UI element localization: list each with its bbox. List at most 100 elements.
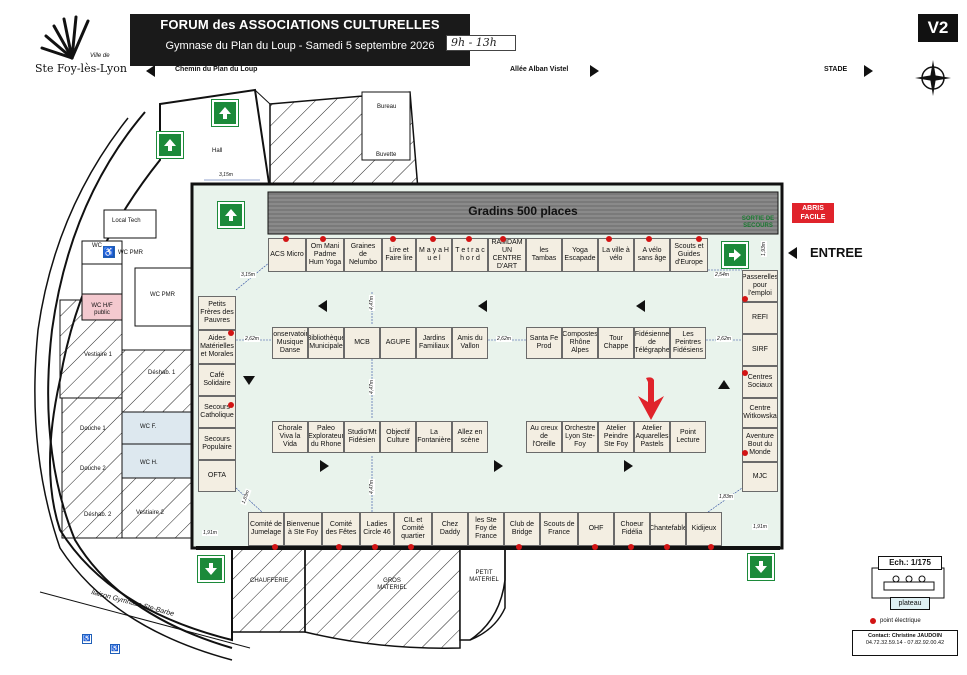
- dim-label: 2,62m: [496, 336, 512, 342]
- room-wc-pmr-2: WC PMR: [150, 292, 175, 298]
- booth-top: RAMDAM UN CENTRE D'ART: [488, 238, 526, 272]
- scale-label: Ech.: 1/175: [878, 556, 942, 570]
- booth-mid2: Point Lecture: [670, 421, 706, 453]
- electric-point-icon: [696, 236, 702, 242]
- dim-label: 4,47m: [368, 379, 375, 395]
- circulation-arrow: [318, 300, 327, 312]
- room-vestiaire-1: Vestiaire 1: [84, 352, 113, 358]
- booth-bottom: Chez Daddy: [432, 512, 468, 546]
- electric-point-icon: [708, 544, 714, 550]
- electric-point-icon: [516, 544, 522, 550]
- electric-point-icon: [646, 236, 652, 242]
- dim-label: 2,62m: [716, 336, 732, 342]
- wheelchair-icon: ♿: [82, 634, 92, 644]
- booth-mid2: Chorale Viva la Vida: [272, 421, 308, 453]
- electric-point-icon: [742, 450, 748, 456]
- booth-top: T e t r a c h o r d: [452, 238, 488, 272]
- electric-point-icon: [870, 618, 876, 624]
- electric-point-icon: [606, 236, 612, 242]
- handwritten-hours: 9h - 13h: [446, 35, 516, 51]
- electric-point-icon: [430, 236, 436, 242]
- booth-bottom: les Ste Foy de France: [468, 512, 504, 546]
- booth-top: Yoga Escapade: [562, 238, 598, 272]
- gradins: Gradins 500 places: [268, 190, 778, 236]
- street-allee: Allée Alban Vistel: [510, 66, 569, 73]
- electric-point-icon: [742, 370, 748, 376]
- dim-label: 4,47m: [368, 295, 375, 311]
- booth-bottom: Bienvenue à Ste Foy: [284, 512, 322, 546]
- booth-mid2: Au creux de l'Oreille: [526, 421, 562, 453]
- wheelchair-icon: ♿: [103, 246, 115, 258]
- booth-mid2: Studio'Mt Fidésien: [344, 421, 380, 453]
- booth-mid1: Bibliothèque Municipale: [308, 327, 344, 359]
- logo-city-name: Ste Foy-lès-Lyon: [35, 62, 127, 75]
- dim-label: 1,91m: [752, 524, 768, 530]
- booth-left: Secours Catholique: [198, 396, 236, 428]
- room-wc-f: WC F.: [140, 424, 157, 430]
- electric-point-icon: [320, 236, 326, 242]
- room-bureau: Bureau: [377, 104, 397, 110]
- electric-point-icon: [272, 544, 278, 550]
- booth-mid2: La Fontanière: [416, 421, 452, 453]
- dim-label: 2,54m: [714, 272, 730, 278]
- room-douche-1: Douche 1: [80, 426, 106, 432]
- booth-mid1: Compostes Rhône Alpes: [562, 327, 598, 359]
- exit-hall-inner: [218, 202, 244, 228]
- booth-bottom: Comité de Jumelage: [248, 512, 284, 546]
- exit-south-west: [198, 556, 224, 582]
- booth-mid1: Fidésienne de Télégraphe: [634, 327, 670, 359]
- contact-phones: 04.72.32.59.14 - 07.82.92.00.42: [865, 640, 945, 646]
- electric-point-icon: [664, 544, 670, 550]
- electric-point-icon: [628, 544, 634, 550]
- exit-hall-top: [212, 100, 238, 126]
- room-wc-pmr: WC PMR: [118, 250, 143, 256]
- entree-label: ENTREE: [810, 245, 863, 260]
- electric-point-icon: [336, 544, 342, 550]
- circulation-arrow: [494, 460, 503, 472]
- room-local-tech: Local Tech: [112, 218, 141, 224]
- booth-bottom: Chantefable: [650, 512, 686, 546]
- exit-south-east: [748, 554, 774, 580]
- booth-left: Café Solidaire: [198, 364, 236, 396]
- circulation-arrow: [624, 460, 633, 472]
- booth-top: ACS Micro: [268, 238, 306, 272]
- sortie-secours-label: SORTIE DE SECOURS: [741, 216, 775, 229]
- plateau-label: plateau: [890, 597, 930, 610]
- electric-point-icon: [228, 402, 234, 408]
- forum-title: FORUM des ASSOCIATIONS CULTURELLES: [160, 17, 440, 32]
- booth-bottom: Ladies Circle 46: [360, 512, 394, 546]
- booth-right: SIRF: [742, 334, 778, 366]
- street-arrow-stade: [864, 65, 873, 77]
- circulation-arrow: [636, 300, 645, 312]
- booth-right: Centre Witkowska: [742, 398, 778, 428]
- circulation-arrow: [243, 376, 255, 385]
- booth-bottom: Choeur Fidélia: [614, 512, 650, 546]
- gradins-label: Gradins 500 places: [468, 204, 578, 218]
- logo-caption: Ville de: [90, 53, 110, 59]
- booth-mid2: Paleo Explorateur du Rhone: [308, 421, 344, 453]
- booth-top: Lire et Faire lire: [382, 238, 416, 272]
- exit-arrow-icon: [205, 563, 217, 575]
- street-arrow-left: [146, 65, 155, 77]
- exit-arrow-icon: [219, 107, 231, 119]
- booth-top: Scouts et Guides d'Europe: [670, 238, 708, 272]
- entree-arrow: [788, 247, 797, 259]
- booth-bottom: Club de Bridge: [504, 512, 540, 546]
- dim-label: 2,62m: [244, 336, 260, 342]
- booth-mid1: AGUPE: [380, 327, 416, 359]
- booth-mid1: Tour Chappe: [598, 327, 634, 359]
- electric-point-icon: [372, 544, 378, 550]
- booth-mid2: Atelier Peindre Ste Foy: [598, 421, 634, 453]
- booth-top: A vélo sans âge: [634, 238, 670, 272]
- room-deshab-1: Déshab. 1: [148, 370, 176, 376]
- circulation-arrow: [478, 300, 487, 312]
- booth-left: Petits Frères des Pauvres: [198, 296, 236, 330]
- booth-top: La ville à vélo: [598, 238, 634, 272]
- street-arrow-right: [590, 65, 599, 77]
- wheelchair-icon: ♿: [110, 644, 120, 654]
- exit-arrow-icon: [729, 249, 741, 261]
- forum-subtitle: Gymnase du Plan du Loup - Samedi 5 septe…: [165, 40, 435, 52]
- room-wc-hf-public: WC H/F public: [91, 303, 113, 316]
- room-vestiaire-2: Vestiaire 2: [136, 510, 165, 516]
- booth-bottom: Comité des Fêtes: [322, 512, 360, 546]
